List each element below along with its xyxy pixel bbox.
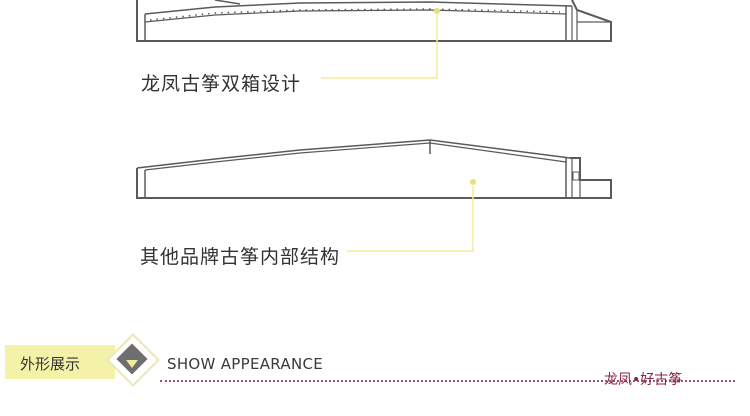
diagram-dual-box-outline xyxy=(136,0,612,42)
chevron-down-icon xyxy=(126,360,138,368)
dual-box-design-label: 龙凤古筝双箱设计 xyxy=(141,73,302,95)
section-tab xyxy=(5,345,115,379)
brand-tagline: 龙凤•好古筝 xyxy=(604,372,683,388)
diagram-other-brand-outline xyxy=(136,157,612,199)
diagram-dual-box xyxy=(136,0,612,42)
diagram-dual-box-inner-dotted xyxy=(149,8,561,21)
guzheng-cross-section-diagrams xyxy=(136,0,612,252)
section-header-show-appearance: 外形展示 SHOW APPEARANCE 龙凤•好古筝 xyxy=(0,333,750,396)
dotted-divider xyxy=(160,380,735,382)
other-brand-structure-label: 其他品牌古筝内部结构 xyxy=(140,246,341,268)
section-title: SHOW APPEARANCE xyxy=(167,355,324,373)
callout-dot-2 xyxy=(470,179,476,185)
diagram-other-brand xyxy=(136,139,612,199)
section-tab-label: 外形展示 xyxy=(20,355,81,373)
diagram-dual-box-top-board xyxy=(144,1,573,15)
callout-dot-1 xyxy=(434,8,440,14)
diagram-other-brand-top-board xyxy=(136,139,571,169)
callout-other-brand xyxy=(347,179,476,252)
callout-dual-box xyxy=(321,8,440,79)
